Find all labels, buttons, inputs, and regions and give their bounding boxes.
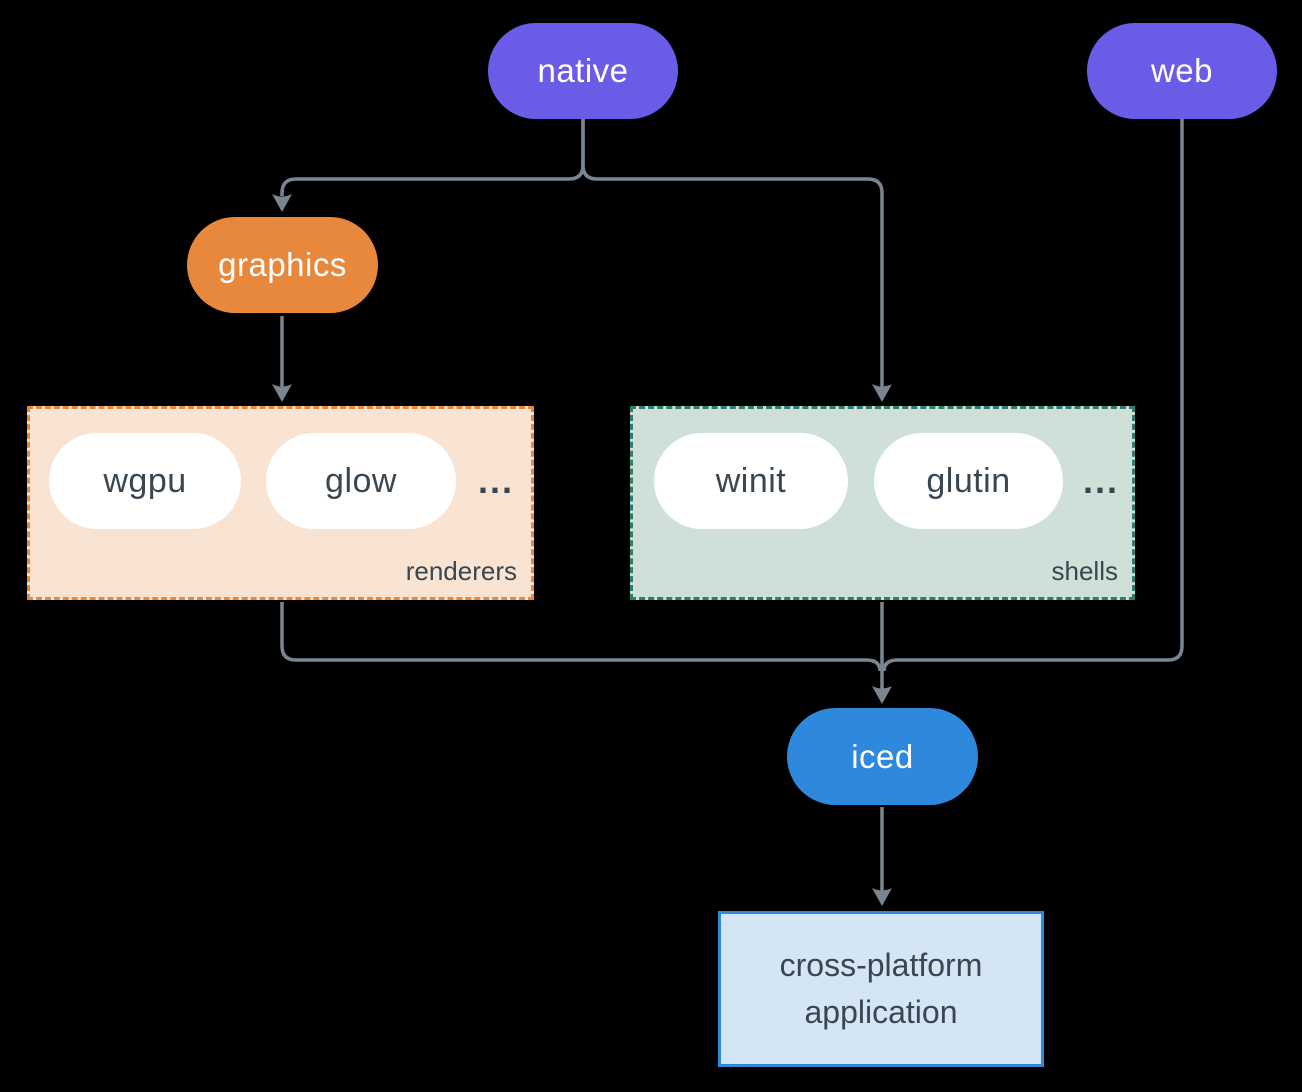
edge-native-graphics (280, 119, 585, 196)
node-glow-label: glow (325, 461, 397, 500)
node-winit: winit (654, 433, 848, 529)
node-web-label: web (1150, 52, 1214, 89)
arrowhead-into-renderers (272, 384, 292, 402)
node-glutin: glutin (874, 433, 1063, 529)
node-native-label: native (537, 52, 629, 89)
shells-ellipsis: ... (1082, 460, 1119, 501)
renderers-group-label: renderers (405, 556, 517, 586)
node-iced-label: iced (851, 737, 914, 775)
node-winit-label: winit (715, 461, 787, 500)
shells-group-label: shells (1051, 556, 1118, 586)
node-native: native (488, 23, 678, 119)
renderers-ellipsis: ... (477, 460, 514, 501)
node-glutin-label: glutin (926, 461, 1011, 500)
group-shells: winit glutin ... shells (630, 406, 1135, 600)
arrowhead-into-shells (872, 384, 892, 402)
node-wgpu-label: wgpu (103, 461, 187, 500)
edge-renderers-merge (280, 602, 882, 672)
arrowhead-into-iced (872, 686, 892, 704)
node-graphics-label: graphics (218, 246, 347, 283)
node-wgpu: wgpu (49, 433, 241, 529)
arrowhead-into-graphics (272, 194, 292, 212)
edge-native-shells (581, 119, 884, 388)
node-iced: iced (787, 708, 978, 805)
node-application-label: cross-platform application (779, 946, 983, 1030)
node-glow: glow (266, 433, 456, 529)
node-web: web (1087, 23, 1277, 119)
node-graphics: graphics (187, 217, 378, 313)
group-renderers: wgpu glow ... renderers (27, 406, 534, 600)
arrowhead-into-application (872, 888, 892, 906)
node-cross-platform-application: cross-platform application (718, 911, 1044, 1067)
